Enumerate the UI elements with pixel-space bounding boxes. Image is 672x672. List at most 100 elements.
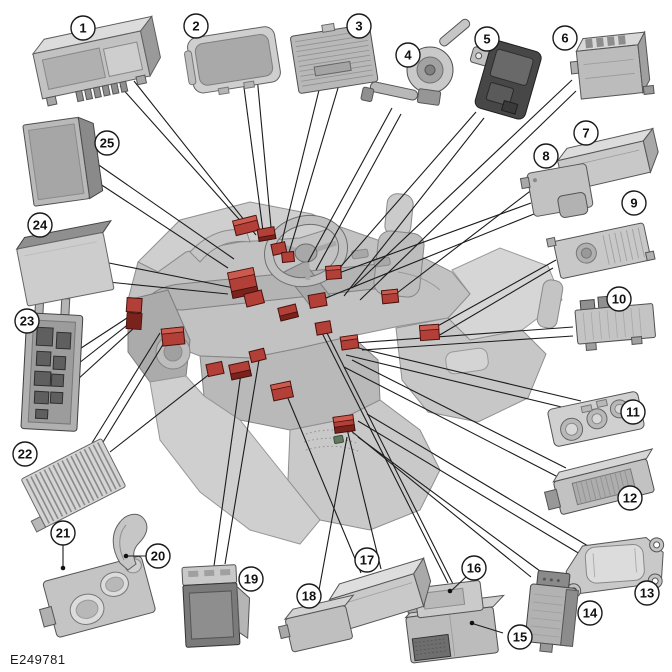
connector-highlight <box>314 320 333 336</box>
connector-highlight <box>160 326 186 347</box>
component-23 <box>20 297 84 432</box>
callout-24-circle <box>27 212 53 238</box>
callout-7-circle <box>573 120 599 146</box>
steering-hub <box>294 243 318 263</box>
component-20 <box>112 513 148 571</box>
callout-8-label: 8 <box>542 149 549 164</box>
callout-18: 18 <box>296 583 322 609</box>
callout-25: 25 <box>94 130 120 156</box>
callout-14-circle <box>577 600 603 626</box>
callout-22: 22 <box>12 441 38 467</box>
connector-highlight <box>243 289 266 308</box>
connector-highlight <box>248 347 267 364</box>
cluster-visor <box>189 228 251 263</box>
callout-13-label: 13 <box>640 586 654 601</box>
callout-20-label: 20 <box>151 549 165 564</box>
callout-3-label: 3 <box>355 19 362 34</box>
component-24 <box>15 219 115 307</box>
callout-4-label: 4 <box>404 48 412 63</box>
callout-19-circle <box>238 566 264 592</box>
callout-18-label: 18 <box>302 589 316 604</box>
connector-highlight <box>418 323 441 342</box>
callout-14-label: 14 <box>583 606 598 621</box>
callout-15-circle <box>507 624 533 650</box>
component-18 <box>277 594 355 653</box>
connector-highlight <box>232 214 261 237</box>
callout-10-label: 10 <box>612 292 626 307</box>
callout-6-label: 6 <box>561 31 568 46</box>
air-vent <box>351 248 369 260</box>
callout-15: 15 <box>507 624 533 650</box>
callout-8-circle <box>533 143 559 169</box>
component-2 <box>184 26 281 96</box>
callout-23-circle <box>14 308 40 334</box>
callout-8: 8 <box>533 143 559 169</box>
component-3 <box>290 22 379 94</box>
component-17 <box>328 557 432 633</box>
callout-16: 16 <box>461 555 487 581</box>
callout-19: 19 <box>238 566 264 592</box>
connector-highlight <box>339 334 360 351</box>
callout-22-circle <box>12 441 38 467</box>
callout-16-circle <box>461 555 487 581</box>
connector-highlight <box>325 264 343 281</box>
callout-13-circle <box>634 580 660 606</box>
callout-12-label: 12 <box>623 491 637 506</box>
connector-highlight <box>380 288 400 305</box>
callout-12: 12 <box>617 485 643 511</box>
callout-4: 4 <box>395 42 421 68</box>
connector-highlight <box>280 250 296 264</box>
callout-9-label: 9 <box>630 196 637 211</box>
callout-2-label: 2 <box>192 19 199 34</box>
callout-22-label: 22 <box>18 447 32 462</box>
callout-21-circle <box>50 520 76 546</box>
callout-23: 23 <box>14 308 40 334</box>
callout-23-label: 23 <box>20 314 34 329</box>
component-6 <box>569 30 655 100</box>
callout-7-label: 7 <box>582 126 589 141</box>
connector-highlight <box>270 241 288 256</box>
connector-highlight <box>269 380 295 402</box>
callout-17-label: 17 <box>360 553 374 568</box>
connector-highlight <box>307 291 328 309</box>
callout-12-circle <box>617 485 643 511</box>
callout-1: 1 <box>70 15 96 41</box>
callout-9: 9 <box>621 190 647 216</box>
callout-24: 24 <box>27 212 53 238</box>
callout-25-label: 25 <box>100 136 114 151</box>
component-12 <box>543 448 655 515</box>
callout-13: 13 <box>634 580 660 606</box>
callout-14: 14 <box>577 600 603 626</box>
callout-3: 3 <box>346 13 372 39</box>
callout-16-label: 16 <box>467 561 481 576</box>
callout-6: 6 <box>552 25 578 51</box>
callout-21-label: 21 <box>56 526 70 541</box>
pointer-lines <box>60 545 504 634</box>
connector-highlight <box>125 297 143 331</box>
component-13 <box>565 537 665 599</box>
highlighted-connectors <box>125 214 441 434</box>
component-21 <box>38 555 156 638</box>
connector-highlight <box>332 414 356 434</box>
component-1 <box>31 15 161 107</box>
callout-1-circle <box>70 15 96 41</box>
callout-11-label: 11 <box>626 405 640 420</box>
component-25 <box>22 116 104 207</box>
callout-5-label: 5 <box>483 32 490 47</box>
armrest <box>445 347 489 375</box>
component-19 <box>181 564 251 648</box>
component-5 <box>469 40 542 120</box>
callout-10: 10 <box>606 286 632 312</box>
callout-7: 7 <box>573 120 599 146</box>
green-connector <box>333 434 344 444</box>
callout-1-label: 1 <box>79 21 86 36</box>
leader-lines <box>71 75 589 602</box>
callout-20: 20 <box>145 543 171 569</box>
seat-post <box>536 279 564 329</box>
callout-3-circle <box>346 13 372 39</box>
callout-2: 2 <box>183 13 209 39</box>
callout-11: 11 <box>620 399 646 425</box>
callout-17-circle <box>354 547 380 573</box>
glovebox-line <box>397 271 441 291</box>
